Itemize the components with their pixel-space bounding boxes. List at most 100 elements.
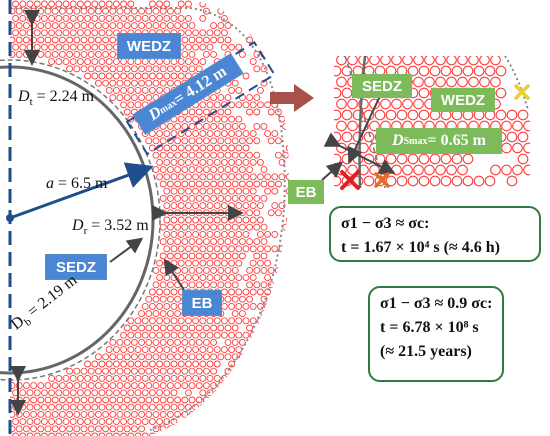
particle bbox=[239, 167, 245, 173]
particle bbox=[121, 87, 127, 93]
particle bbox=[254, 95, 260, 101]
particle bbox=[31, 8, 37, 14]
particle bbox=[85, 404, 91, 410]
particle bbox=[34, 404, 40, 410]
particle bbox=[286, 73, 292, 79]
particle bbox=[117, 426, 123, 432]
particle bbox=[247, 397, 253, 403]
particle bbox=[229, 203, 235, 209]
particle bbox=[243, 145, 249, 151]
particle bbox=[247, 109, 253, 115]
particle bbox=[247, 95, 253, 101]
particle bbox=[13, 44, 19, 50]
particle bbox=[189, 167, 195, 173]
particle bbox=[106, 73, 112, 79]
particle bbox=[128, 1, 134, 7]
particle bbox=[77, 59, 83, 65]
particle bbox=[239, 181, 245, 187]
particle bbox=[290, 368, 296, 374]
particle bbox=[175, 195, 181, 201]
particle bbox=[182, 267, 188, 273]
particle bbox=[243, 131, 249, 137]
particle bbox=[196, 325, 202, 331]
particle bbox=[196, 339, 202, 345]
particle bbox=[135, 15, 141, 21]
particle bbox=[153, 23, 159, 29]
particle bbox=[250, 246, 256, 252]
particle bbox=[175, 325, 181, 331]
particle bbox=[221, 145, 227, 151]
particle bbox=[189, 23, 195, 29]
particle bbox=[110, 66, 116, 72]
particle bbox=[34, 30, 40, 36]
particle bbox=[153, 411, 159, 417]
particle bbox=[182, 195, 188, 201]
particle bbox=[113, 59, 119, 65]
particle bbox=[67, 368, 73, 374]
particle bbox=[160, 397, 166, 403]
particle bbox=[211, 181, 217, 187]
particle bbox=[221, 318, 227, 324]
particle bbox=[203, 37, 209, 43]
particle bbox=[218, 37, 224, 43]
particle bbox=[261, 239, 267, 245]
particle bbox=[200, 231, 206, 237]
particle bbox=[45, 411, 51, 417]
particle bbox=[95, 383, 101, 389]
particle bbox=[38, 411, 44, 417]
particle bbox=[185, 30, 191, 36]
particle bbox=[63, 375, 69, 381]
particle bbox=[185, 275, 191, 281]
particle bbox=[157, 390, 163, 396]
particle bbox=[124, 411, 130, 417]
particle bbox=[56, 375, 62, 381]
particle bbox=[185, 260, 191, 266]
particle bbox=[52, 426, 58, 432]
particle bbox=[74, 66, 80, 72]
particle bbox=[117, 368, 123, 374]
particle bbox=[110, 426, 116, 432]
particle bbox=[196, 138, 202, 144]
particle bbox=[157, 174, 163, 180]
particle bbox=[128, 361, 134, 367]
particle bbox=[63, 59, 69, 65]
particle bbox=[211, 354, 217, 360]
dsmax-sub: Smax bbox=[404, 136, 428, 147]
particle bbox=[193, 318, 199, 324]
particle bbox=[207, 260, 213, 266]
particle bbox=[157, 15, 163, 21]
particle bbox=[128, 59, 134, 65]
particle bbox=[178, 188, 184, 194]
particle bbox=[189, 152, 195, 158]
particle bbox=[225, 267, 231, 273]
particle bbox=[153, 397, 159, 403]
particle bbox=[70, 30, 76, 36]
particle bbox=[128, 87, 134, 93]
particle bbox=[229, 145, 235, 151]
particle bbox=[164, 174, 170, 180]
particle bbox=[247, 167, 253, 173]
particle bbox=[178, 116, 184, 122]
particle bbox=[171, 231, 177, 237]
particle bbox=[63, 44, 69, 50]
particle bbox=[196, 123, 202, 129]
particle bbox=[218, 123, 224, 129]
particle bbox=[171, 217, 177, 223]
dsmax-value: = 0.65 m bbox=[428, 132, 486, 150]
particle bbox=[254, 66, 260, 72]
particle bbox=[254, 224, 260, 230]
particle bbox=[218, 411, 224, 417]
particle bbox=[196, 239, 202, 245]
particle bbox=[59, 426, 65, 432]
particle bbox=[49, 44, 55, 50]
particle bbox=[239, 296, 245, 302]
particle bbox=[232, 325, 238, 331]
particle bbox=[92, 59, 98, 65]
particle bbox=[117, 23, 123, 29]
particle bbox=[167, 181, 173, 187]
particle bbox=[229, 188, 235, 194]
particle bbox=[157, 275, 163, 281]
particle bbox=[211, 325, 217, 331]
particle bbox=[153, 282, 159, 288]
particle bbox=[221, 289, 227, 295]
